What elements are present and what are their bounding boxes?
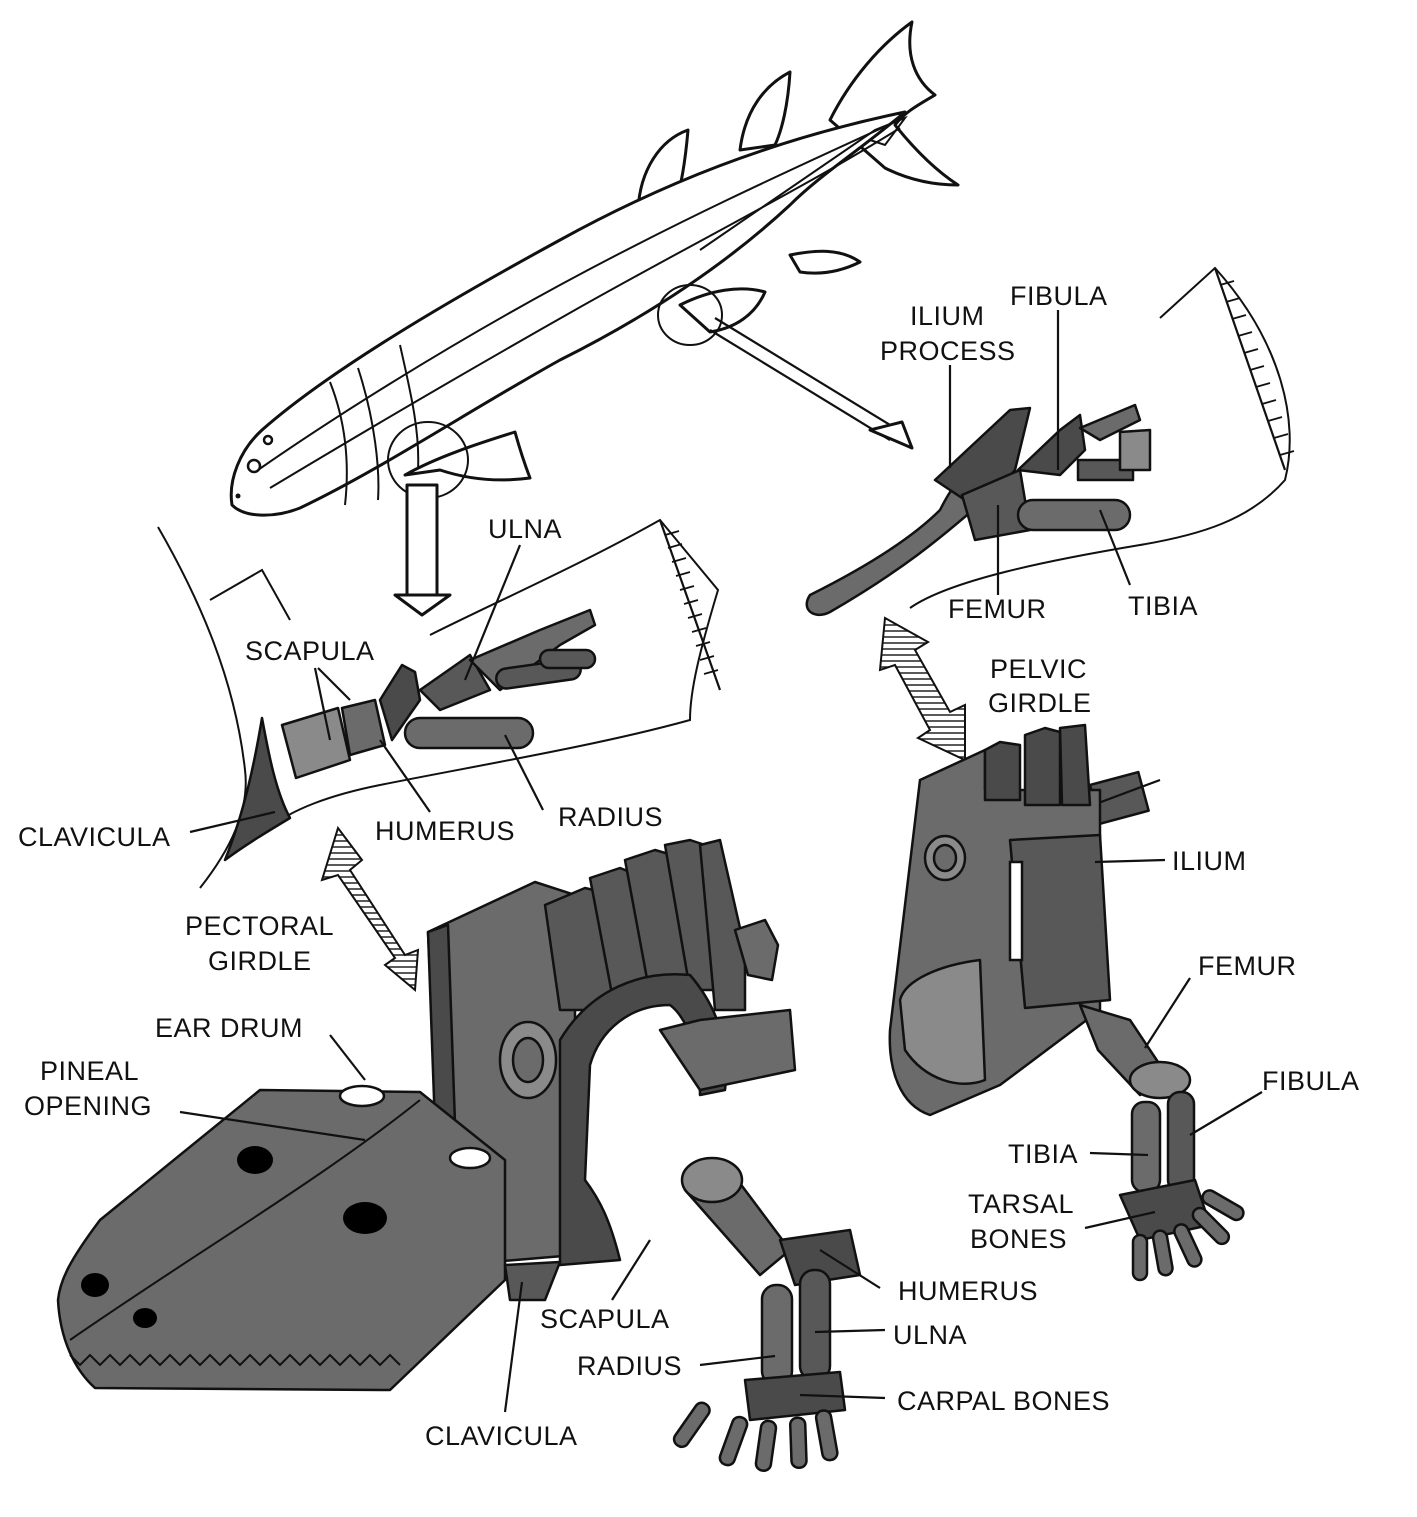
labels: SCAPULA ULNA HUMERUS RADIUS CLAVICULA IL… [18, 281, 1360, 1451]
label-pineal-1: PINEAL [40, 1056, 139, 1086]
label-front-radius: RADIUS [577, 1351, 682, 1381]
label-tarsal-2: BONES [970, 1224, 1067, 1254]
pectoral-double-arrow [320, 825, 420, 993]
label-pelvic-femur: FEMUR [948, 594, 1047, 624]
label-pectoral-ulna: ULNA [488, 514, 562, 544]
label-pectoral-humerus: HUMERUS [375, 816, 515, 846]
label-front-ulna: ULNA [893, 1320, 967, 1350]
amphibian-front-skeleton [56, 838, 862, 1472]
label-pineal-2: OPENING [24, 1091, 152, 1121]
label-front-humerus: HUMERUS [898, 1276, 1038, 1306]
label-pectoral-radius: RADIUS [558, 802, 663, 832]
pelvic-fin-ray-scale [1213, 267, 1295, 471]
label-pelvic-girdle-1: PELVIC [990, 654, 1087, 684]
label-amphibian-femur: FEMUR [1198, 951, 1297, 981]
leader-lines [179, 310, 1263, 1413]
pelvic-fin-detail [805, 266, 1295, 617]
fin-ray-scale [658, 519, 722, 691]
label-amphibian-fibula: FIBULA [1262, 1066, 1360, 1096]
amphibian-pelvic-girdle [888, 723, 1245, 1282]
pelvic-double-arrow [878, 616, 966, 762]
label-front-scapula: SCAPULA [540, 1304, 670, 1334]
pectoral-detail-arrow [393, 483, 452, 617]
label-front-clavicula: CLAVICULA [425, 1421, 578, 1451]
label-pectoral-girdle-2: GIRDLE [208, 946, 312, 976]
label-ilium-process-2: PROCESS [880, 336, 1016, 366]
label-tarsal-1: TARSAL [968, 1189, 1074, 1219]
front-toes [672, 1401, 839, 1472]
label-ilium-process-1: ILIUM [910, 301, 985, 331]
skull-teeth [69, 1353, 401, 1367]
label-pectoral-girdle-1: PECTORAL [185, 911, 334, 941]
label-amphibian-tibia: TIBIA [1008, 1139, 1078, 1169]
hind-toes [1131, 1189, 1245, 1282]
label-amphibian-ilium: ILIUM [1172, 846, 1247, 876]
label-pelvic-tibia: TIBIA [1128, 591, 1198, 621]
label-carpal-bones: CARPAL BONES [897, 1386, 1110, 1416]
fish-illustration [229, 20, 960, 517]
label-pectoral-scapula: SCAPULA [245, 636, 375, 666]
label-pelvic-girdle-2: GIRDLE [988, 688, 1092, 718]
pectoral-fin-detail [157, 518, 722, 889]
label-ear-drum: EAR DRUM [155, 1013, 303, 1043]
label-pelvic-fibula: FIBULA [1010, 281, 1108, 311]
pelvic-detail-arrow [709, 317, 914, 450]
label-pectoral-clavicula: CLAVICULA [18, 822, 171, 852]
